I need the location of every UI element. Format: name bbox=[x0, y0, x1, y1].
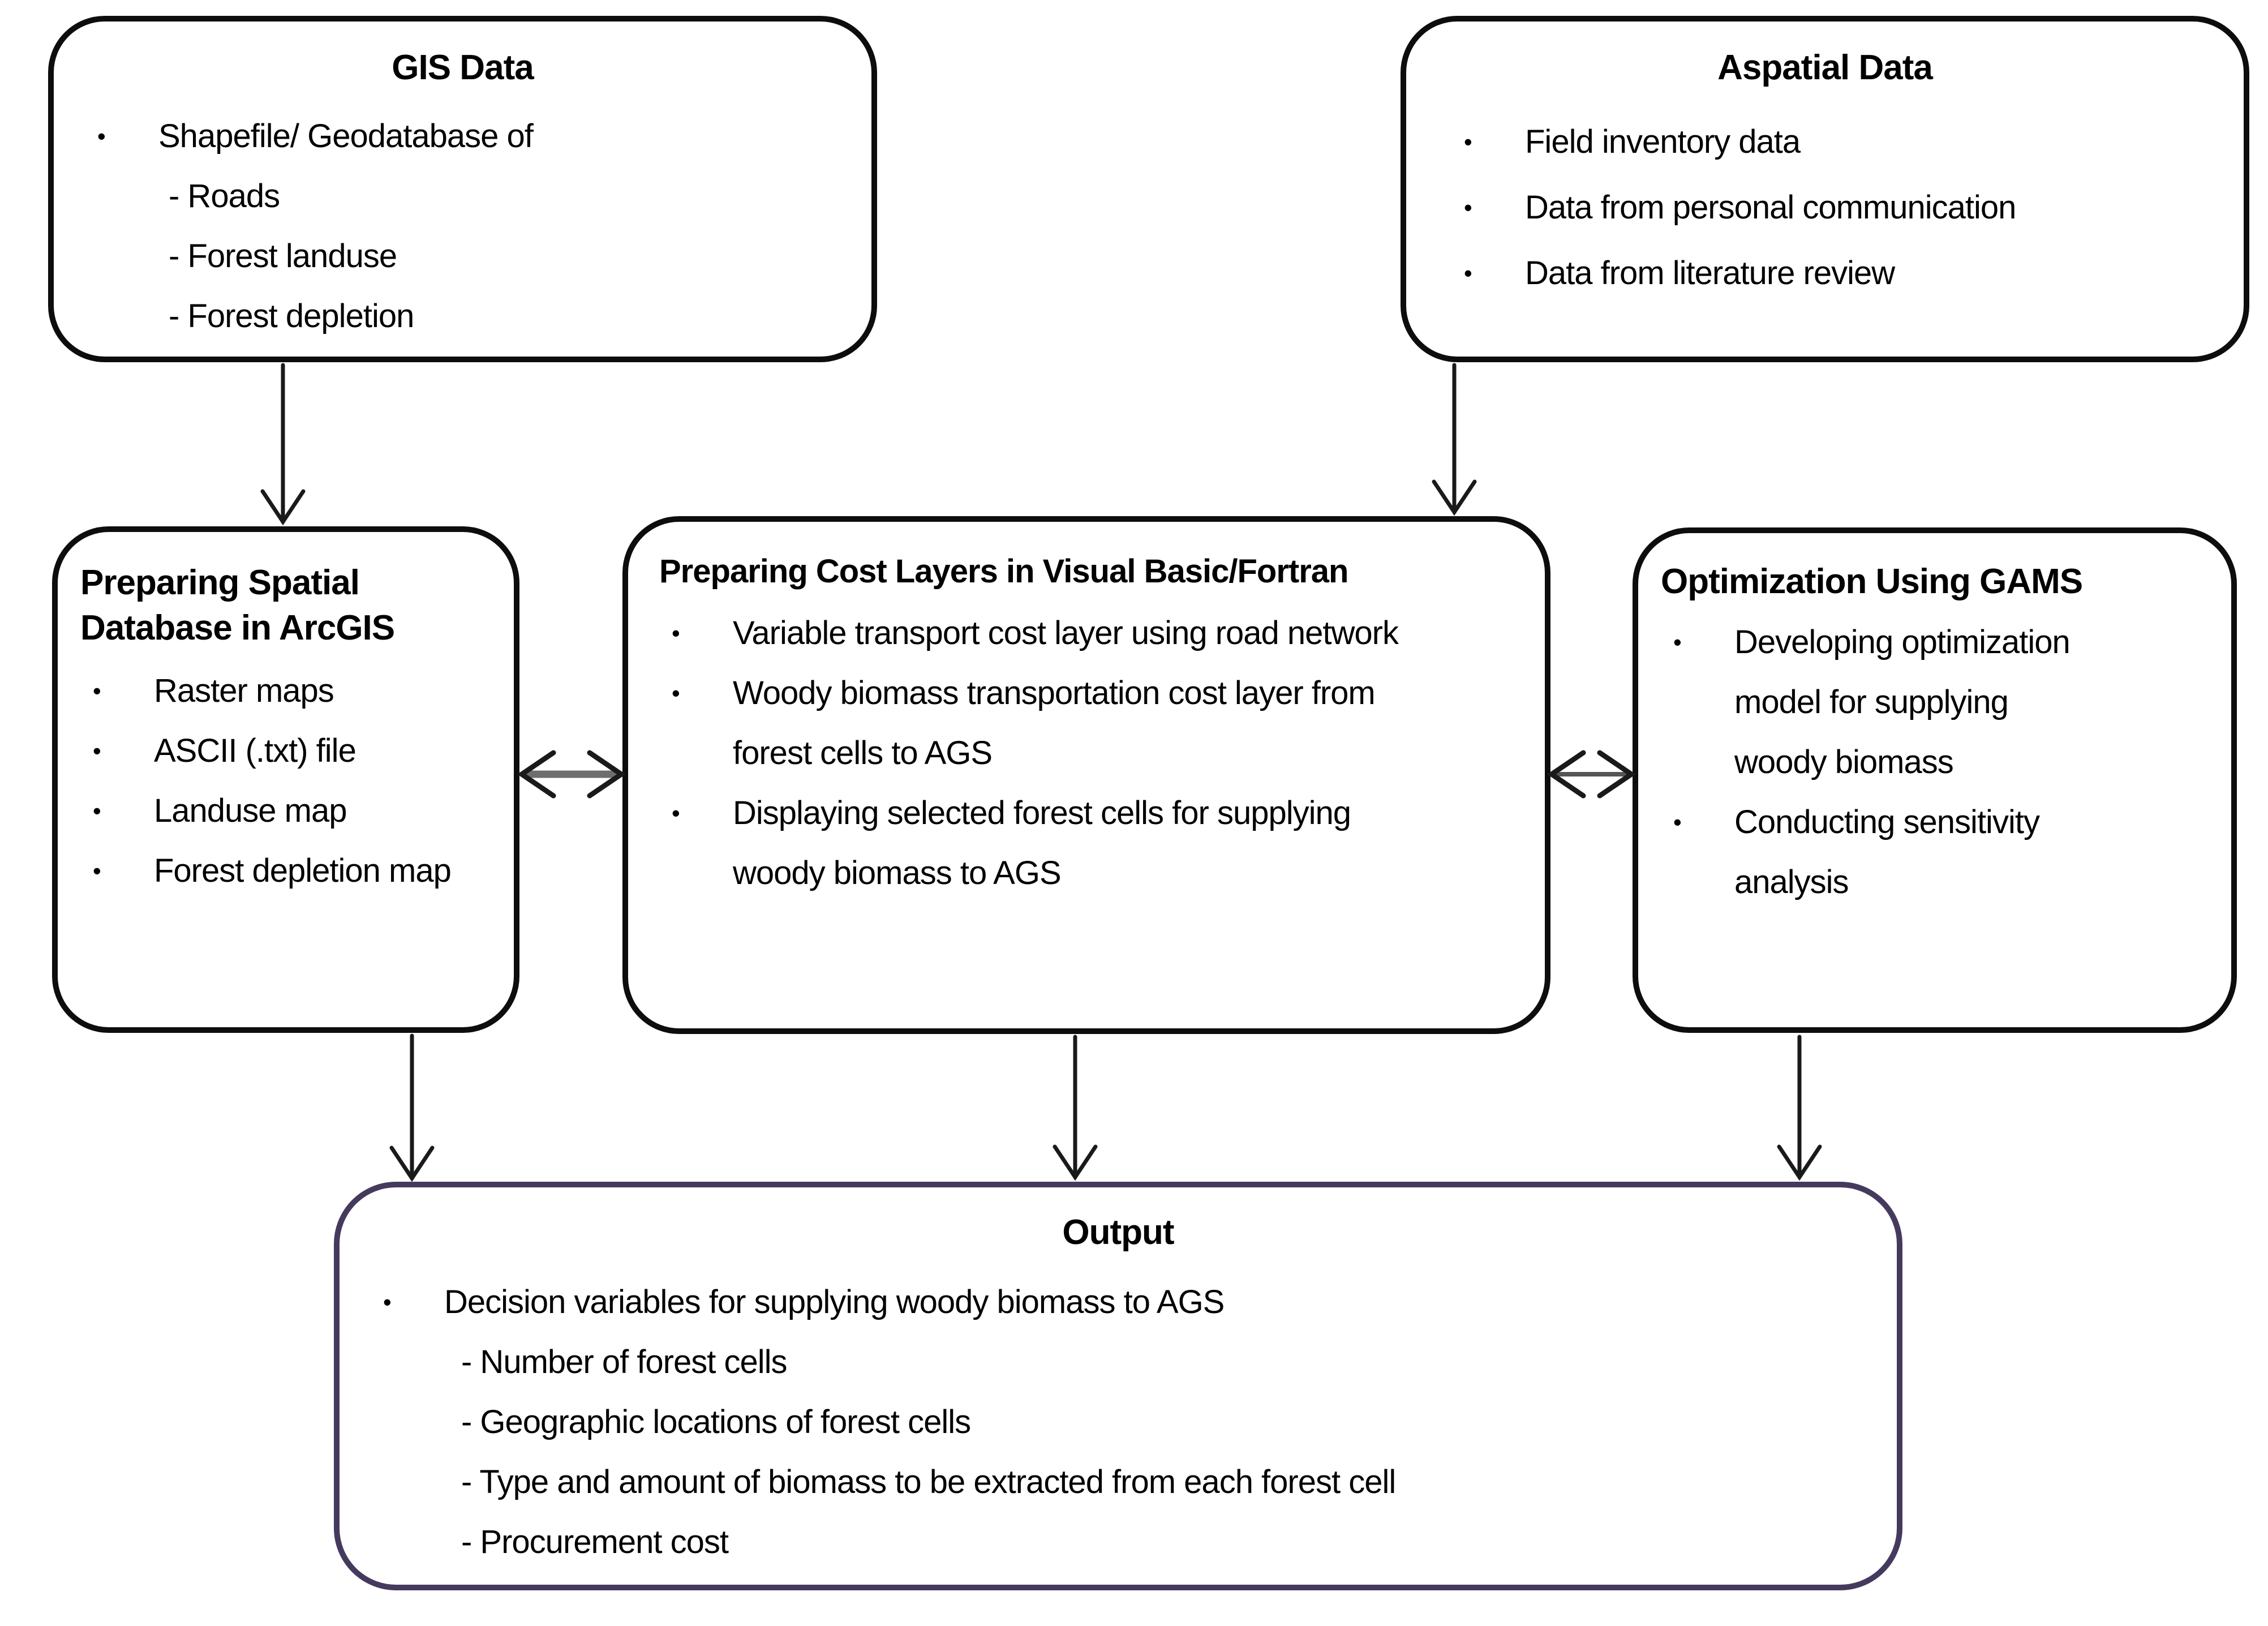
list-item: • Data from personal communication bbox=[1451, 178, 2221, 238]
aspatial-data-content: • Field inventory data • Data from perso… bbox=[1406, 112, 2244, 309]
list-item-text: Data from personal communication bbox=[1525, 189, 2016, 226]
list-item: • ASCII (.txt) file bbox=[80, 721, 497, 781]
bullet-icon: • bbox=[672, 680, 680, 706]
gis-data-title: GIS Data bbox=[392, 48, 534, 87]
list-item-text: Landuse map bbox=[154, 792, 347, 829]
aspatial-data-box: Aspatial Data • Field inventory data • D… bbox=[1401, 16, 2249, 362]
bullet-icon: • bbox=[1673, 809, 1682, 835]
list-item: • Raster maps bbox=[80, 661, 497, 721]
gis-data-box: GIS Data • Shapefile/ Geodatabase of - R… bbox=[48, 16, 877, 362]
list-subitem: - Forest landuse bbox=[169, 238, 397, 274]
list-item: • Data from literature review bbox=[1451, 243, 2221, 303]
bullet-icon: • bbox=[1464, 128, 1472, 155]
arrow-spatialdb-to-output bbox=[389, 1033, 435, 1182]
arrow-costlayers-to-output bbox=[1053, 1035, 1098, 1181]
list-item-text: ASCII (.txt) file bbox=[154, 732, 356, 769]
bullet-icon: • bbox=[97, 123, 106, 149]
spatial-database-title: Preparing Spatial Database in ArcGIS bbox=[80, 563, 395, 647]
list-item: • Landuse map bbox=[80, 781, 497, 841]
output-title: Output bbox=[1062, 1213, 1174, 1252]
list-item: • Field inventory data bbox=[1451, 112, 2221, 172]
bullet-icon: • bbox=[383, 1289, 392, 1315]
list-subitem: - Forest depletion bbox=[169, 298, 414, 334]
bullet-icon: • bbox=[93, 677, 101, 704]
list-item-text: Data from literature review bbox=[1525, 255, 1895, 291]
list-item: • Woody biomass transportation cost laye… bbox=[659, 663, 1528, 783]
optimization-content: Optimization Using GAMS • Developing opt… bbox=[1638, 559, 2231, 912]
list-subitem: - Procurement cost bbox=[461, 1524, 729, 1560]
list-item-text: Developing optimization model for supply… bbox=[1734, 624, 2071, 780]
aspatial-data-title: Aspatial Data bbox=[1717, 48, 1933, 87]
list-item: • Displaying selected forest cells for s… bbox=[659, 783, 1528, 903]
list-subitem: - Geographic locations of forest cells bbox=[461, 1404, 971, 1440]
cost-layers-content: Preparing Cost Layers in Visual Basic/Fo… bbox=[628, 549, 1545, 903]
bullet-icon: • bbox=[93, 737, 101, 764]
arrow-optimization-to-output bbox=[1777, 1035, 1822, 1181]
arrow-gis-to-spatialdb bbox=[260, 363, 306, 526]
bullet-icon: • bbox=[93, 797, 101, 824]
list-item-text: Forest depletion map bbox=[154, 852, 452, 889]
bullet-icon: • bbox=[672, 620, 680, 646]
cost-layers-title: Preparing Cost Layers in Visual Basic/Fo… bbox=[659, 553, 1348, 590]
spatial-database-content: Preparing Spatial Database in ArcGIS • R… bbox=[58, 560, 514, 901]
gis-data-content: • Shapefile/ Geodatabase of - Roads - Fo… bbox=[54, 106, 871, 346]
spatial-database-box: Preparing Spatial Database in ArcGIS • R… bbox=[52, 526, 519, 1033]
list-item: • Variable transport cost layer using ro… bbox=[659, 603, 1528, 663]
list-item: • Conducting sensitivity analysis bbox=[1661, 792, 2220, 912]
list-item-text: Raster maps bbox=[154, 672, 334, 709]
list-item-text: Shapefile/ Geodatabase of bbox=[158, 118, 534, 155]
double-arrow-spatialdb-costlayers bbox=[517, 750, 626, 799]
list-item-text: Displaying selected forest cells for sup… bbox=[733, 795, 1351, 891]
list-item-text: Conducting sensitivity analysis bbox=[1734, 804, 2040, 900]
bullet-icon: • bbox=[672, 800, 680, 826]
list-item-text: Variable transport cost layer using road… bbox=[733, 615, 1399, 651]
optimization-box: Optimization Using GAMS • Developing opt… bbox=[1633, 527, 2237, 1033]
list-item-text: Field inventory data bbox=[1525, 123, 1801, 160]
arrow-aspatial-to-costlayers bbox=[1432, 363, 1477, 516]
output-content: • Decision variables for supplying woody… bbox=[340, 1272, 1897, 1572]
list-item: • Decision variables for supplying woody… bbox=[371, 1272, 1874, 1332]
list-item: • Forest depletion map bbox=[80, 841, 497, 901]
double-arrow-costlayers-optimization bbox=[1547, 750, 1636, 799]
bullet-icon: • bbox=[1673, 629, 1682, 655]
bullet-icon: • bbox=[1464, 194, 1472, 221]
list-subitem: - Type and amount of biomass to be extra… bbox=[461, 1464, 1396, 1500]
output-box: Output • Decision variables for supplyin… bbox=[334, 1182, 1902, 1590]
list-subitem: - Number of forest cells bbox=[461, 1344, 788, 1380]
list-subitem: - Roads bbox=[169, 178, 280, 214]
list-item: • Developing optimization model for supp… bbox=[1661, 612, 2220, 792]
bullet-icon: • bbox=[1464, 260, 1472, 286]
list-item: • Shapefile/ Geodatabase of bbox=[85, 106, 849, 166]
bullet-icon: • bbox=[93, 857, 101, 884]
list-item-text: Decision variables for supplying woody b… bbox=[444, 1284, 1225, 1320]
cost-layers-box: Preparing Cost Layers in Visual Basic/Fo… bbox=[622, 516, 1550, 1034]
list-item-text: Woody biomass transportation cost layer … bbox=[733, 675, 1376, 771]
optimization-title: Optimization Using GAMS bbox=[1661, 562, 2083, 601]
